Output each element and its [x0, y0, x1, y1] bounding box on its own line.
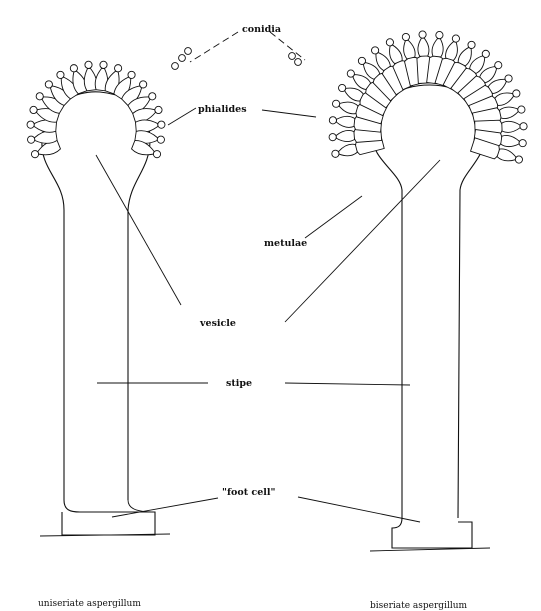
biseriate-phialide	[499, 107, 518, 118]
uniseriate-foot-cell	[62, 500, 155, 535]
biseriate-conidium	[513, 90, 520, 97]
biseriate-phialide	[339, 144, 358, 156]
biseriate-conidium	[519, 140, 526, 147]
uniseriate-conidium-chain	[185, 48, 192, 55]
biseriate-conidium	[371, 47, 378, 54]
uniseriate-conidium	[115, 65, 122, 72]
biseriate-conidium	[332, 150, 339, 157]
leader-phialides-right	[262, 110, 316, 117]
biseriate-conidium	[386, 39, 393, 46]
uniseriate-conidium	[36, 93, 43, 100]
biseriate-phialide	[336, 116, 354, 127]
biseriate-conidium	[339, 84, 346, 91]
caption-uniseriate: uniseriate aspergillum	[38, 599, 141, 609]
biseriate-conidium	[515, 156, 522, 163]
biseriate-conidium	[329, 134, 336, 141]
biseriate-phialide	[495, 93, 514, 105]
biseriate-conidium	[358, 57, 365, 64]
uniseriate-conidium	[155, 106, 162, 113]
uniseriate-conidium	[149, 93, 156, 100]
label-metulae: metulae	[264, 238, 307, 249]
uniseriate-conidium	[158, 121, 165, 128]
biseriate-phialide	[376, 53, 390, 71]
biseriate-conidium	[347, 70, 354, 77]
leader-conidia-right	[270, 32, 305, 60]
uniseriate-phialide	[34, 131, 57, 144]
uniseriate-conidium	[100, 61, 107, 68]
label-phialides: phialides	[198, 104, 247, 115]
biseriate-phialide	[488, 79, 506, 93]
uniseriate-conidium	[45, 81, 52, 88]
label-conidia: conidia	[242, 24, 281, 35]
uniseriate-conidium	[85, 61, 92, 68]
leader-vesicle-right	[285, 160, 440, 322]
caption-biseriate: biseriate aspergillum	[370, 601, 468, 611]
biseriate-phialide	[339, 102, 358, 114]
biseriate-conidium	[329, 117, 336, 124]
leader-stipe-right	[285, 383, 410, 385]
uniseriate-stipe-outline	[42, 92, 150, 500]
leader-phialides-left	[168, 108, 196, 125]
biseriate-phialide	[432, 38, 443, 57]
biseriate-conidium	[468, 41, 475, 48]
uniseriate-conidium	[57, 71, 64, 78]
biseriate-conidium	[520, 123, 527, 130]
biseriate-phialide	[458, 47, 471, 65]
uniseriate-conidium-chain	[179, 55, 186, 62]
uniseriate-conidium	[157, 136, 164, 143]
biseriate-conidium	[495, 62, 502, 69]
biseriate-conidium	[505, 75, 512, 82]
uniseriate-conidium	[30, 106, 37, 113]
leader-conidia-left	[190, 32, 238, 62]
biseriate-foot-cell	[392, 518, 472, 548]
biseriate-conidium	[436, 31, 443, 38]
uniseriate-aspergillum	[27, 48, 191, 536]
uniseriate-conidium	[70, 65, 77, 72]
biseriate-phialide	[470, 56, 485, 74]
biseriate-stipe-outline	[372, 85, 485, 518]
biseriate-conidium-chain	[289, 53, 296, 60]
biseriate-conidium	[482, 50, 489, 57]
leader-metulae	[305, 196, 362, 238]
biseriate-phialide	[501, 135, 520, 146]
biseriate-conidium	[419, 31, 426, 38]
uniseriate-conidium	[140, 81, 147, 88]
uniseriate-phialide	[84, 68, 97, 91]
biseriate-aspergillum	[289, 31, 528, 551]
biseriate-phialide	[446, 42, 458, 61]
biseriate-phialide	[404, 40, 416, 59]
biseriate-phialide	[502, 121, 520, 132]
biseriate-phialide	[497, 149, 516, 161]
biseriate-conidium-chain	[295, 59, 302, 66]
biseriate-phialide	[390, 45, 403, 64]
biseriate-phialide	[418, 38, 429, 56]
uniseriate-conidium	[153, 151, 160, 158]
biseriate-conidium	[402, 33, 409, 40]
biseriate-phialide	[353, 75, 371, 90]
biseriate-conidium	[518, 106, 525, 113]
biseriate-conidium	[452, 35, 459, 42]
label-vesicle: vesicle	[199, 318, 236, 329]
biseriate-conidium	[332, 100, 339, 107]
uniseriate-conidium	[27, 121, 34, 128]
label-stipe: stipe	[226, 378, 252, 389]
uniseriate-conidium	[31, 151, 38, 158]
biseriate-phialide	[336, 130, 354, 141]
label-foot-cell: "foot cell"	[222, 487, 275, 498]
uniseriate-conidium	[128, 71, 135, 78]
uniseriate-conidium-chain	[172, 63, 179, 70]
biseriate-phialide	[345, 88, 364, 101]
uniseriate-conidium	[28, 136, 35, 143]
uniseriate-phialides	[27, 48, 191, 158]
